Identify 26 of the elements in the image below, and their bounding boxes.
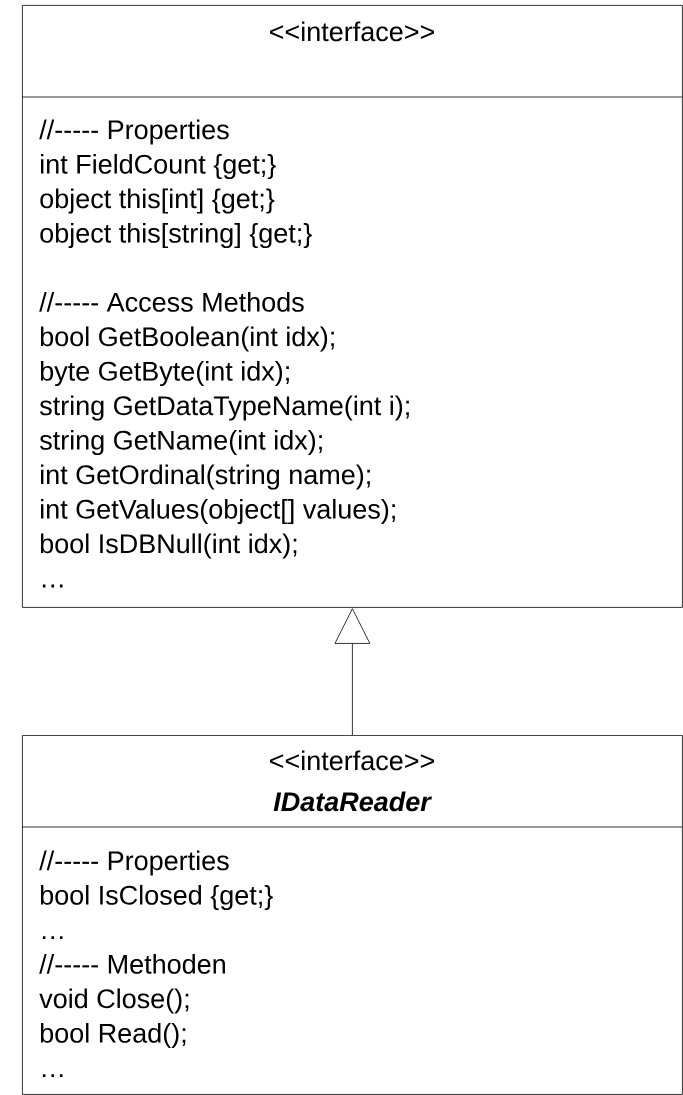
code-line: int FieldCount {get;}: [41, 153, 276, 180]
class-name: IDataReader: [273, 791, 432, 812]
code-line: //----- Access Methods: [39, 291, 304, 312]
code-line: void Close();: [39, 988, 189, 1014]
inheritance-arrow: [334, 608, 371, 736]
stereotype-label: <<interface>>: [270, 21, 434, 42]
code-line: object this[int] {get;}: [40, 188, 275, 214]
code-line: //----- Properties: [39, 119, 229, 145]
code-line: int GetValues(object[] values);: [41, 498, 395, 525]
code-line: byte GetByte(int idx);: [40, 360, 289, 387]
code-line: string GetDataTypeName(int i);: [39, 395, 409, 421]
code-line: //----- Methoden: [39, 953, 225, 974]
stereotype-label: <<interface>>: [270, 750, 434, 771]
class-box: [21, 735, 683, 1095]
code-line: //----- Properties: [39, 850, 229, 876]
code-line: bool GetBoolean(int idx);: [40, 326, 334, 352]
code-line: bool IsDBNull(int idx);: [40, 533, 297, 559]
code-line: …: [42, 584, 63, 588]
code-line: object this[string] {get;}: [40, 222, 312, 249]
class-box: [21, 5, 683, 608]
code-line: string GetName(int idx);: [39, 429, 322, 456]
code-line: …: [42, 1074, 63, 1077]
code-line: bool IsClosed {get;}: [40, 884, 273, 911]
code-line: int GetOrdinal(string name);: [41, 464, 370, 490]
code-line: bool Read();: [40, 1022, 186, 1049]
code-line: …: [42, 936, 63, 939]
